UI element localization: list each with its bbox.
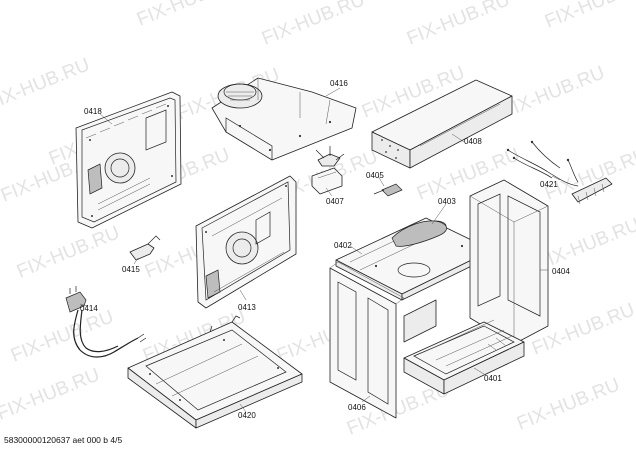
label-0406: 0406 — [348, 403, 366, 412]
part-0404-side-frame — [469, 179, 549, 345]
part-0413-side-panel — [195, 175, 297, 309]
part-0408-top-cover — [371, 79, 513, 169]
watermark: FIX-HUB.RU — [0, 364, 103, 424]
watermark: FIX-HUB.RU — [534, 214, 636, 274]
watermark: FIX-HUB.RU — [542, 0, 636, 33]
label-0405: 0405 — [366, 171, 384, 180]
label-0413: 0413 — [238, 303, 256, 312]
label-0418: 0418 — [84, 107, 102, 116]
part-0406-front-frame — [329, 261, 405, 419]
label-0415: 0415 — [122, 265, 140, 274]
part-0405-temperature-sensor — [373, 183, 403, 197]
watermark: FIX-HUB.RU — [404, 0, 513, 50]
label-0421: 0421 — [540, 180, 558, 189]
label-0408: 0408 — [464, 137, 482, 146]
part-0421-wiring-harness — [506, 140, 613, 205]
part-0420-bottom-frame — [127, 315, 303, 429]
watermark: FIX-HUB.RU — [8, 306, 117, 366]
watermark: FIX-HUB.RU — [514, 374, 623, 434]
label-0420: 0420 — [238, 411, 256, 420]
label-0414: 0414 — [80, 304, 98, 313]
watermark: FIX-HUB.RU — [134, 0, 243, 31]
part-0415-bracket — [129, 235, 161, 261]
label-0404: 0404 — [552, 267, 570, 276]
watermark: FIX-HUB.RU — [14, 222, 123, 282]
diagram-footer-code: 58300000120637 aet 000 b 4/5 — [4, 435, 122, 445]
label-0416: 0416 — [330, 79, 348, 88]
part-0403-heating-element — [391, 220, 447, 247]
label-0403: 0403 — [438, 197, 456, 206]
part-0414-mains-cable — [65, 286, 147, 358]
part-0418-rear-panel — [75, 91, 182, 229]
leader-lines — [79, 87, 561, 413]
label-0407: 0407 — [326, 197, 344, 206]
part-0416-fan-housing — [211, 77, 357, 161]
watermark: FIX-HUB.RU — [259, 0, 368, 50]
part-0407-fan-motor — [311, 146, 345, 195]
watermark: FIX-HUB.RU — [499, 62, 608, 122]
label-0402: 0402 — [334, 241, 352, 250]
label-0401: 0401 — [484, 374, 502, 383]
part-0401-base-frame — [403, 299, 525, 395]
watermark: FIX-HUB.RU — [0, 54, 93, 114]
